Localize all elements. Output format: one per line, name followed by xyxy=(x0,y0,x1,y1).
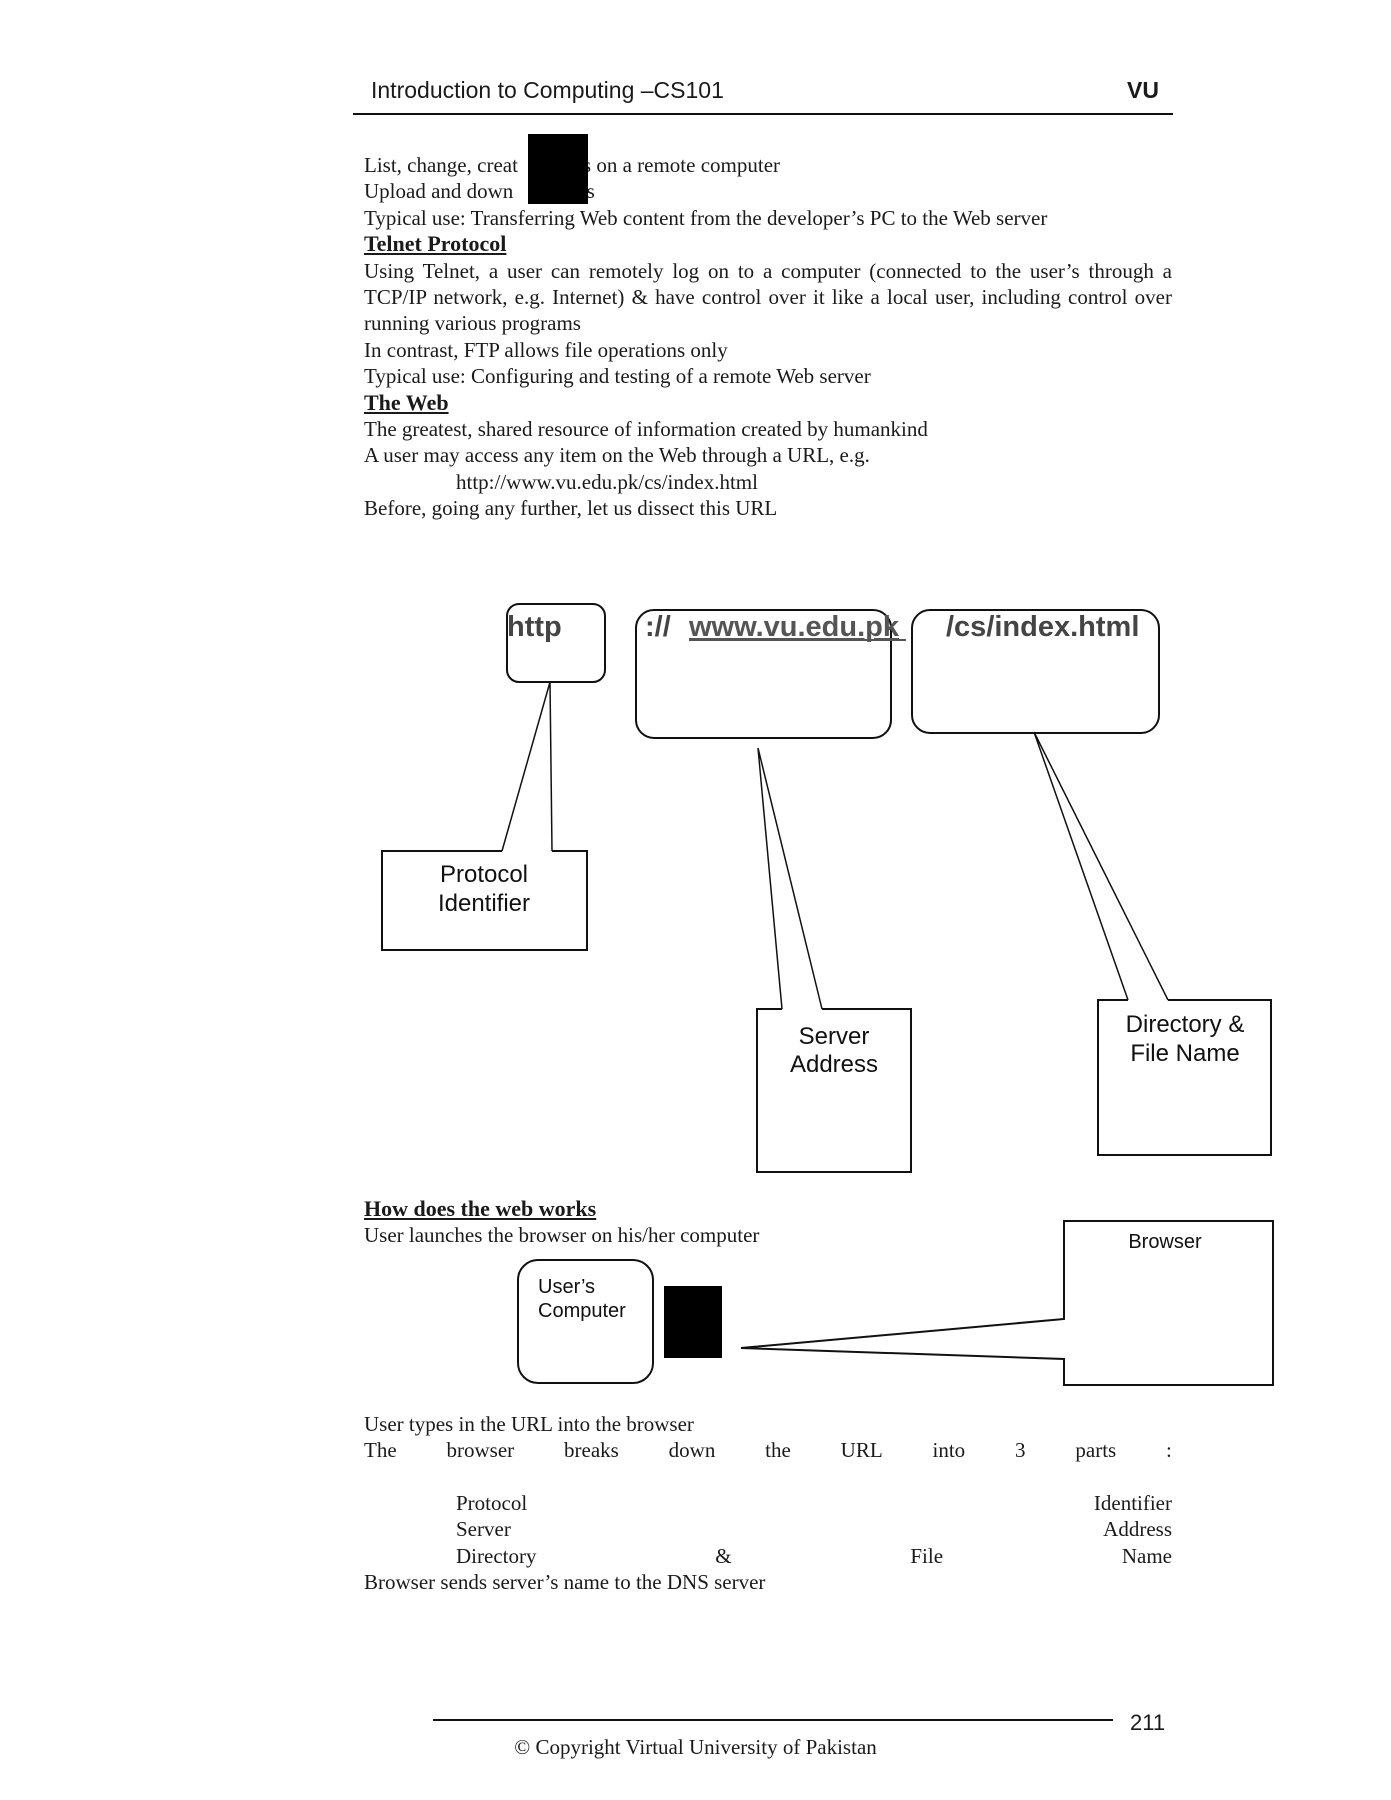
web-line-3: Before, going any further, let us dissec… xyxy=(364,496,778,521)
path-box xyxy=(911,609,1160,734)
ftp-line-3: Typical use: Transferring Web content fr… xyxy=(364,205,1048,230)
redaction-block-computer xyxy=(664,1286,722,1358)
how-heading: How does the web works xyxy=(364,1196,597,1221)
server-callout xyxy=(757,747,823,1010)
telnet-line-3: Typical use: Configuring and testing of … xyxy=(364,364,871,389)
url-part-server: www.vu.edu.pk xyxy=(688,611,900,643)
header-brand: VU xyxy=(1127,77,1159,103)
url-part-path: /cs/index.html xyxy=(946,611,1139,643)
telnet-heading: Telnet Protocol xyxy=(364,231,507,257)
how-section-bottom: User types in the URL into the browser T… xyxy=(364,1411,1172,1595)
telnet-paragraph: Using Telnet, a user can remotely log on… xyxy=(364,258,1172,336)
page-header: Introduction to Computing –CS101 VU xyxy=(353,73,1173,115)
how-section-top: How does the web works User launches the… xyxy=(364,1196,1172,1249)
how-line-1: User launches the browser on his/her com… xyxy=(364,1223,760,1248)
how-line-4: Browser sends server’s name to the DNS s… xyxy=(364,1570,766,1595)
protocol-callout xyxy=(501,681,553,852)
how-line-3: The browser breaks down the URL into 3 p… xyxy=(364,1438,1172,1463)
part-row-2: Server Address xyxy=(456,1517,1172,1542)
copyright-text: © Copyright Virtual University of Pakist… xyxy=(514,1735,877,1759)
how-line-2: User types in the URL into the browser xyxy=(364,1412,694,1436)
web-url: http://www.vu.edu.pk/cs/index.html xyxy=(456,469,758,494)
part-row-1: Protocol Identifier xyxy=(456,1490,1172,1515)
redaction-block-top xyxy=(528,134,588,204)
web-line-2: A user may access any item on the Web th… xyxy=(364,443,870,468)
path-label-box xyxy=(1097,999,1272,1156)
protocol-label-line-2: Identifier xyxy=(438,890,530,917)
telnet-line-2: In contrast, FTP allows file operations … xyxy=(364,337,728,362)
protocol-box xyxy=(506,603,606,683)
url-part-separator: :// xyxy=(645,611,671,643)
protocol-label-box xyxy=(381,850,588,951)
server-label-line-1: Server xyxy=(799,1023,870,1050)
path-label-line-2: File Name xyxy=(1130,1040,1239,1067)
header-title: Introduction to Computing –CS101 xyxy=(371,77,724,103)
server-label-line-2: Address xyxy=(790,1051,878,1078)
part-row-3: Directory & File Name xyxy=(456,1543,1172,1568)
protocol-label-line-1: Protocol xyxy=(440,861,528,888)
path-callout xyxy=(1033,731,1169,1001)
users-computer-box xyxy=(517,1259,654,1384)
browser-callout-box xyxy=(740,1220,1274,1386)
web-line-1: The greatest, shared resource of informa… xyxy=(364,417,928,442)
server-label-box xyxy=(756,1008,912,1173)
server-box xyxy=(635,609,892,739)
page-number: 211 xyxy=(1130,1710,1166,1735)
browser-label: Browser xyxy=(1128,1231,1202,1253)
users-computer-line-1: User’s xyxy=(538,1276,595,1298)
url-part-protocol: http xyxy=(507,611,562,643)
footer-rule xyxy=(433,1719,1113,1721)
path-label-line-1: Directory & xyxy=(1126,1011,1245,1038)
web-heading: The Web xyxy=(364,389,449,415)
users-computer-line-2: Computer xyxy=(538,1300,626,1322)
